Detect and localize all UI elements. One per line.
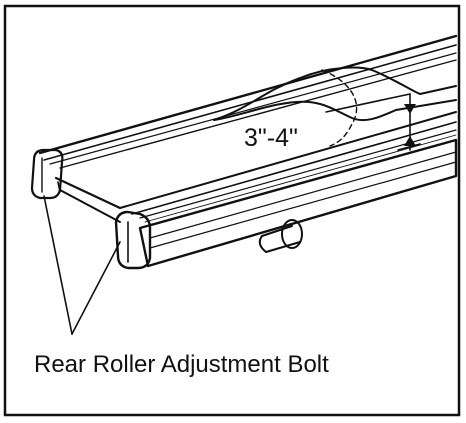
measurement-indicator: 3"-4" <box>244 93 421 152</box>
figure-frame <box>3 4 461 417</box>
lifted-belt <box>213 66 457 147</box>
arrowhead-down <box>404 104 416 114</box>
callout-leaders <box>43 195 121 335</box>
treadmill-deck <box>30 34 458 270</box>
measurement-label: 3"-4" <box>244 124 298 152</box>
arrowhead-up <box>404 136 416 146</box>
rear-roller <box>258 219 303 253</box>
bolt-caption: Rear Roller Adjustment Bolt <box>34 351 329 378</box>
